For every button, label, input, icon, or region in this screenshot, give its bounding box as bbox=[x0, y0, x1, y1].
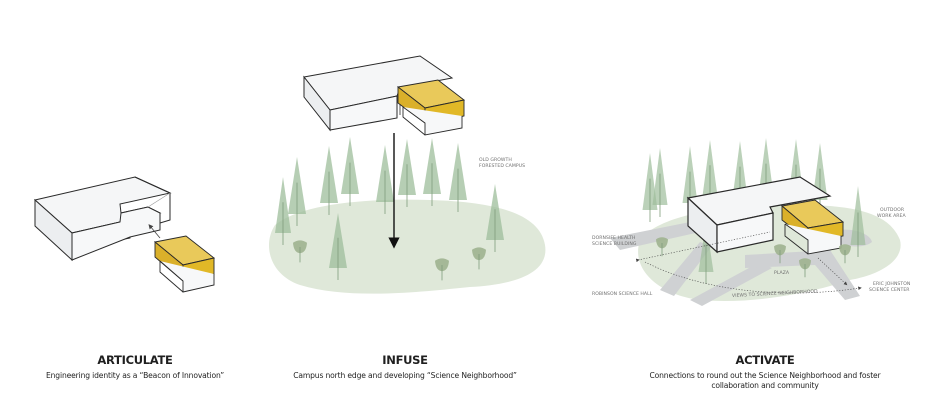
accent-volume bbox=[153, 235, 216, 293]
conifer-tree-icon bbox=[398, 139, 416, 207]
label-science-center: SCIENCE CENTER bbox=[869, 287, 910, 293]
connection-line bbox=[635, 231, 771, 263]
conifer-tree-icon bbox=[486, 184, 504, 252]
conifer-tree-icon bbox=[288, 157, 306, 226]
infuse-building bbox=[303, 55, 466, 136]
label-dornsife: DORNSIFE HEALTH bbox=[592, 235, 636, 241]
conifer-tree-icon bbox=[652, 148, 668, 217]
caption-subtitle: Campus north edge and developing “Scienc… bbox=[293, 371, 517, 380]
deciduous-tree-icon bbox=[799, 258, 811, 278]
label-work-area: WORK AREA bbox=[877, 213, 906, 219]
connection-line-2 bbox=[817, 257, 848, 286]
caption-title: INFUSE bbox=[382, 353, 428, 367]
main-building-block bbox=[33, 176, 172, 262]
label-eric-johnston: ERIC JOHNSTON bbox=[873, 281, 910, 287]
activate-building bbox=[686, 176, 845, 255]
caption-activate: ACTIVATE Connections to round out the Sc… bbox=[640, 353, 890, 391]
deciduous-tree-icon bbox=[774, 244, 786, 264]
label-forested-campus: FORESTED CAMPUS bbox=[479, 163, 525, 169]
forest-ground bbox=[268, 199, 546, 294]
caption-articulate: ARTICULATE Engineering identity as a “Be… bbox=[20, 353, 250, 381]
deciduous-tree-icon bbox=[656, 237, 668, 257]
label-outdoor: OUTDOOR bbox=[880, 207, 905, 213]
pedestrian-paths bbox=[610, 222, 872, 306]
label-views: VIEWS TO SCIENCE NEIGHBORHOOD bbox=[732, 288, 818, 299]
conifer-tree-icon bbox=[329, 213, 347, 280]
conifer-tree-icon bbox=[320, 146, 338, 215]
caption-subtitle: Connections to round out the Science Nei… bbox=[649, 371, 881, 390]
conifer-tree-icon bbox=[275, 177, 291, 245]
conifer-tree-icon bbox=[449, 143, 467, 212]
conifer-tree-icon bbox=[341, 137, 359, 206]
conifer-tree-icon bbox=[423, 138, 441, 206]
caption-title: ACTIVATE bbox=[735, 353, 795, 367]
deciduous-tree-icon bbox=[839, 244, 851, 264]
view-corridor-arc bbox=[644, 261, 862, 294]
insert-arrow bbox=[148, 224, 161, 239]
label-robinson: ROBINSON SCIENCE HALL bbox=[592, 291, 653, 297]
deciduous-tree-icon bbox=[293, 240, 307, 263]
caption-infuse: INFUSE Campus north edge and developing … bbox=[280, 353, 530, 381]
panel-activate: OUTDOOR WORK AREA DORNSIFE HEALTH SCIENC… bbox=[592, 138, 910, 306]
label-plaza: PLAZA bbox=[774, 270, 790, 276]
label-science-building: SCIENCE BUILDING bbox=[592, 241, 637, 247]
conifer-trees bbox=[275, 137, 504, 280]
conifer-tree-icon bbox=[698, 222, 714, 284]
panel-articulate bbox=[33, 176, 216, 293]
label-old-growth: OLD GROWTH bbox=[479, 157, 512, 163]
caption-title: ARTICULATE bbox=[97, 353, 173, 367]
conifer-tree-icon bbox=[850, 186, 866, 257]
deciduous-trees bbox=[656, 237, 851, 278]
panel-infuse: OLD GROWTH FORESTED CAMPUS bbox=[268, 55, 546, 294]
caption-subtitle: Engineering identity as a “Beacon of Inn… bbox=[46, 371, 224, 380]
deciduous-tree-icon bbox=[435, 258, 449, 281]
conifer-tree-icon bbox=[376, 145, 394, 214]
deciduous-tree-icon bbox=[472, 247, 486, 270]
deciduous-trees bbox=[293, 240, 486, 281]
